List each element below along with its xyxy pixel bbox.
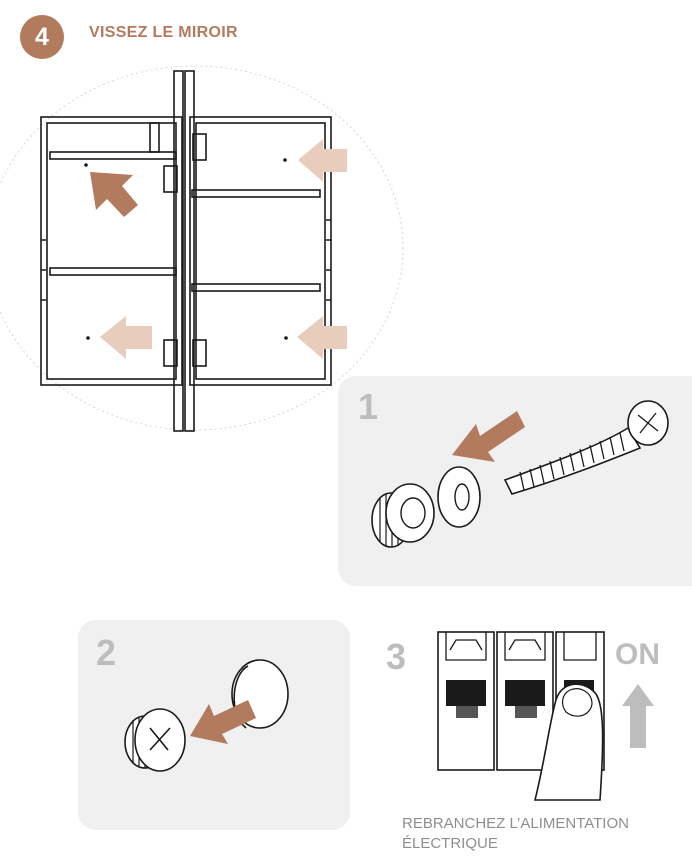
arrow-left-icon <box>298 139 347 182</box>
step-1-number: 1 <box>358 386 379 427</box>
step-3-number: 3 <box>386 636 407 677</box>
arrow-left-icon <box>190 700 256 744</box>
step-number-badge: 4 <box>20 15 64 59</box>
power-caption: REBRANCHEZ L’ALIMENTATION ÉLECTRIQUE <box>402 814 692 854</box>
arrow-up-left-icon <box>90 172 138 217</box>
cabinet-illustration <box>0 65 404 432</box>
arrow-left-icon <box>452 411 525 462</box>
step-2-number: 2 <box>96 632 117 673</box>
arrow-left-icon <box>297 316 347 359</box>
power-caption-line-1: REBRANCHEZ L’ALIMENTATION <box>402 815 629 832</box>
step-title: VISSEZ LE MIROIR <box>89 24 238 41</box>
power-caption-line-2: ÉLECTRIQUE <box>402 835 498 852</box>
on-label: ON <box>615 638 660 671</box>
arrow-up-icon <box>622 684 654 748</box>
arrow-left-icon <box>100 316 152 359</box>
